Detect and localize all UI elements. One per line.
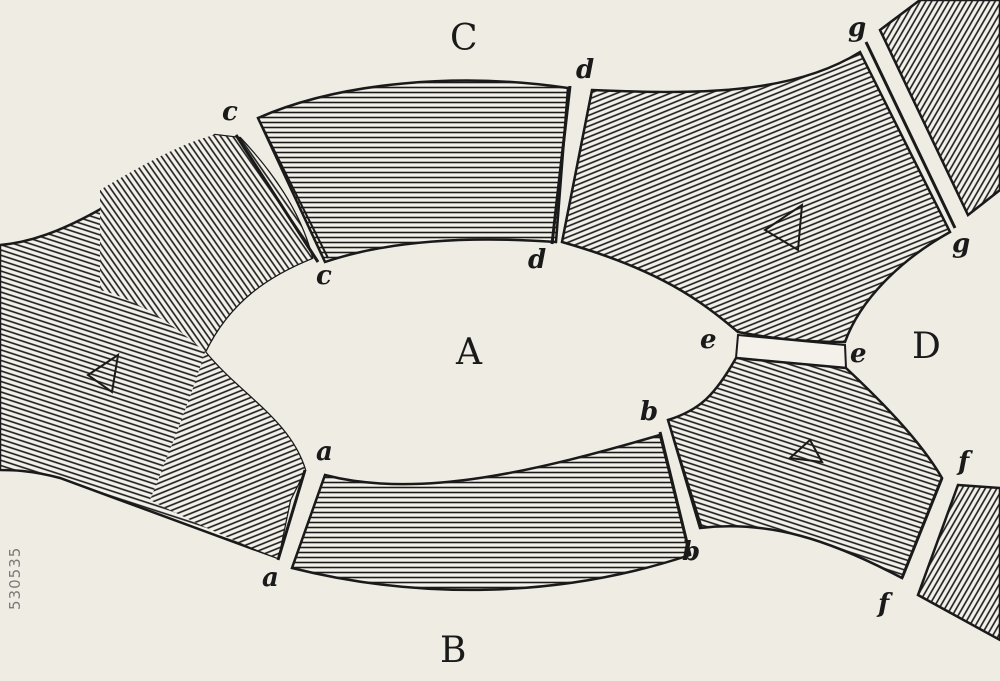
cut-line-f — [900, 477, 944, 579]
cut-label-f-lower: f — [876, 589, 893, 619]
cut-line-c-inner — [257, 117, 329, 259]
band-left-lower-arm — [150, 352, 305, 558]
cut-line-a-inner — [291, 474, 326, 569]
band-left-upper-arm — [100, 135, 312, 352]
cut-line-g-inner — [879, 29, 969, 216]
cut-label-d-lower: d — [528, 245, 546, 275]
band-left-delta — [86, 352, 120, 394]
region-label-b: B — [440, 630, 466, 671]
band-upper-cd — [256, 79, 570, 264]
band-right-lower-delta — [787, 438, 824, 464]
cut-line-a — [276, 469, 307, 561]
region-label-c: C — [450, 18, 478, 59]
cut-label-e-right: e — [850, 339, 867, 369]
cut-label-b-upper: b — [640, 397, 658, 427]
band-right-upper-delta — [763, 202, 804, 252]
region-label-d: D — [912, 326, 941, 367]
region-label-a: A — [455, 332, 483, 373]
band-right-upper — [560, 50, 952, 344]
cut-line-f-inner — [917, 484, 959, 596]
cut-label-a-upper: a — [316, 437, 333, 467]
cut-line-g — [864, 41, 957, 229]
cut-label-b-lower: b — [682, 537, 700, 567]
cut-label-g-lower: g — [952, 229, 970, 259]
cut-label-c-lower: c — [316, 261, 332, 291]
cut-line-c — [234, 134, 320, 263]
cut-label-e-left: e — [700, 325, 717, 355]
band-lower-ab — [290, 433, 692, 592]
cut-label-f-upper: f — [956, 447, 973, 477]
cut-label-d-upper: d — [576, 55, 594, 85]
cut-line-b-inner — [667, 419, 703, 529]
cut-label-c-upper: c — [222, 97, 238, 127]
cut-line-d-inner — [561, 89, 593, 243]
band-right-lower — [666, 356, 944, 580]
cut-line-d — [550, 85, 572, 245]
watermark-id: 530535 — [6, 546, 24, 610]
cut-label-g-upper: g — [848, 13, 866, 43]
cut-line-b — [658, 431, 692, 556]
cut-label-a-lower: a — [262, 563, 279, 593]
